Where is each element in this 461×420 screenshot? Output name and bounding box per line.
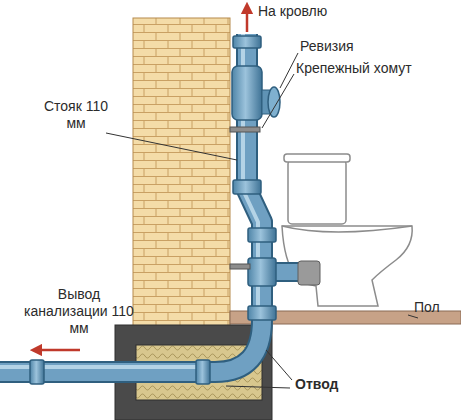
destination-label: На кровлю <box>258 3 327 20</box>
leader-line <box>226 386 290 388</box>
toilet-bowl <box>282 226 412 306</box>
flow-arrow <box>246 8 249 32</box>
part-label: Вывод канализации 110 мм <box>24 286 134 337</box>
socket <box>248 228 276 242</box>
part-label: Ревизия <box>300 38 354 55</box>
leader-line <box>106 133 237 160</box>
toilet-lid <box>284 154 350 162</box>
leader-line <box>266 350 292 380</box>
revision-cover <box>268 87 280 117</box>
brick-wall <box>133 18 230 330</box>
part-label: Пол <box>414 299 440 316</box>
pipe-body <box>0 34 262 372</box>
clamp <box>230 264 250 269</box>
socket <box>30 360 44 384</box>
leader-lines <box>106 53 418 388</box>
flow-arrow <box>36 349 80 352</box>
socket <box>248 306 276 320</box>
part-label: Стояк 110 мм <box>40 98 112 132</box>
pipe-outline <box>0 34 262 372</box>
toilet-cuff <box>298 261 320 285</box>
clamp <box>230 127 260 132</box>
revision-body <box>232 66 262 120</box>
leader-line <box>408 315 418 318</box>
leader-line <box>262 74 294 128</box>
socket <box>233 180 261 194</box>
tee <box>248 258 276 286</box>
part-label: Крепежный хомут <box>296 60 412 77</box>
pipe-sockets <box>30 36 276 384</box>
pipes <box>0 34 300 372</box>
part-label: Отвод <box>295 376 338 393</box>
toilet-seat <box>282 226 412 232</box>
toilet <box>282 154 412 306</box>
toilet-tank <box>288 160 346 224</box>
socket <box>233 36 261 48</box>
socket <box>196 360 210 384</box>
